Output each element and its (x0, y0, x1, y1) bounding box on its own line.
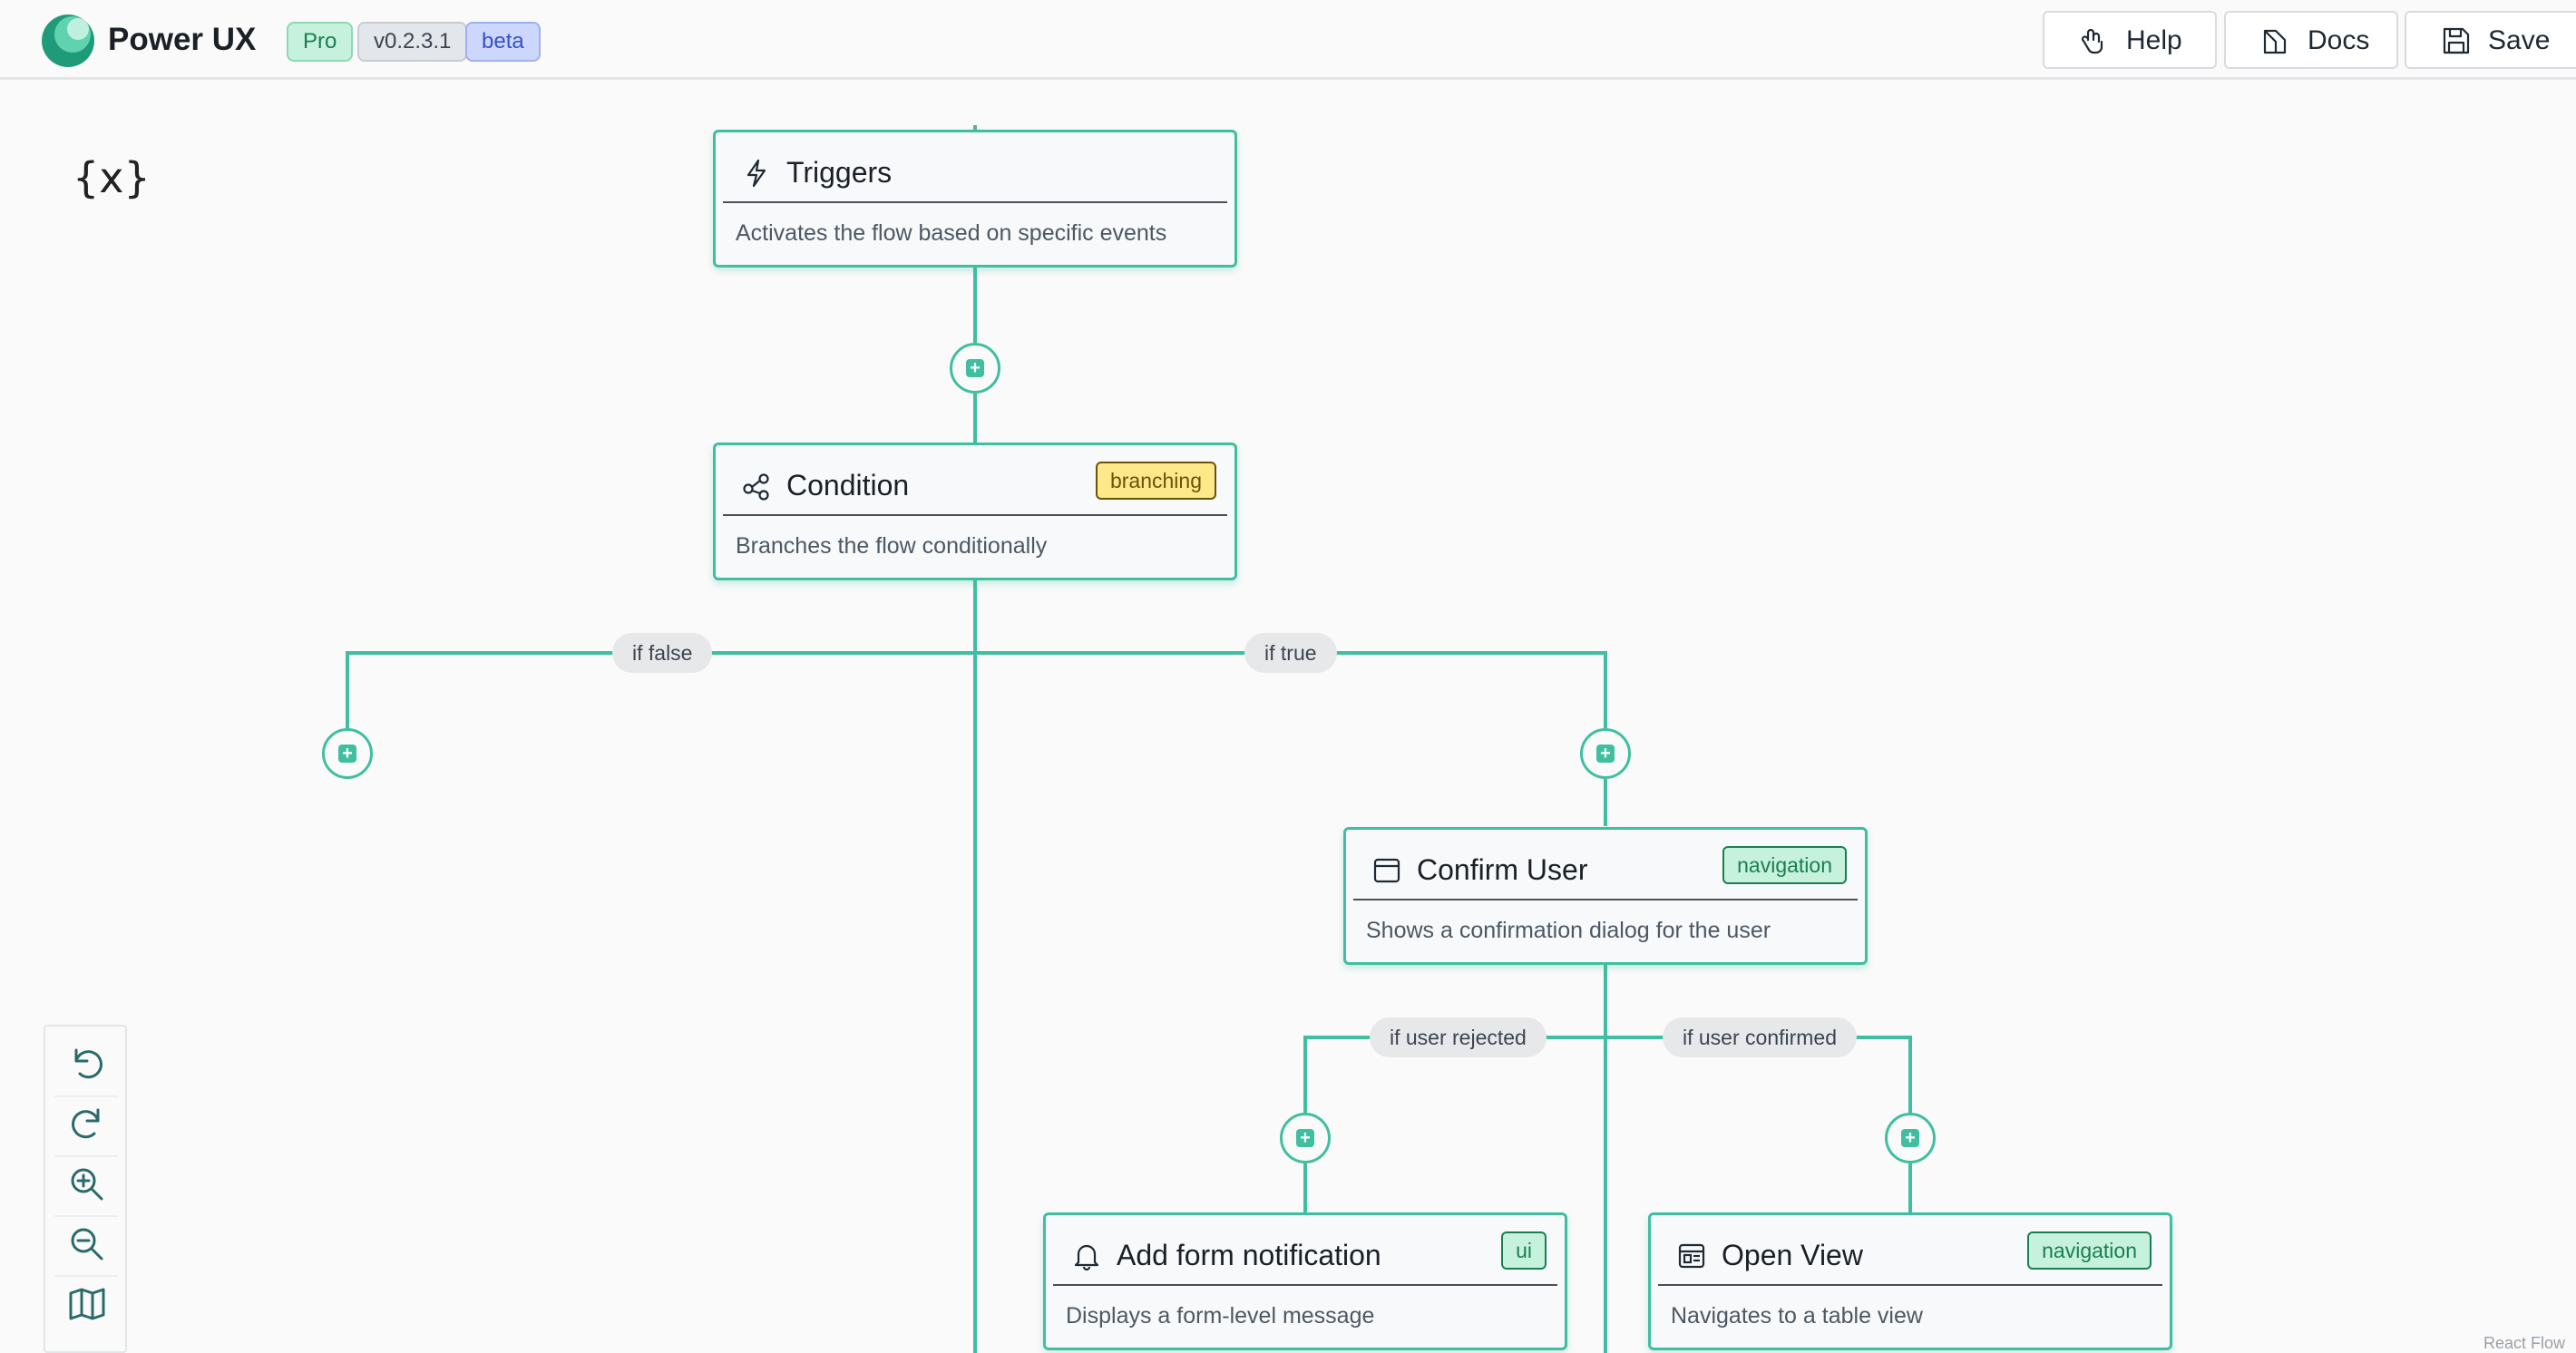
node-tag: navigation (1722, 846, 1847, 884)
plus-icon: + (1596, 745, 1615, 763)
node-divider (723, 201, 1227, 203)
zoom-in-icon (71, 1168, 103, 1201)
branch-icon (743, 473, 769, 501)
redo-icon (72, 1108, 100, 1139)
undo-icon (74, 1048, 102, 1079)
pro-badge: Pro (287, 22, 354, 62)
bell-icon (1074, 1244, 1099, 1271)
add-step-button[interactable]: + (1580, 728, 1631, 779)
map-icon (69, 1288, 105, 1320)
node-description: Activates the flow based on specific eve… (736, 220, 1167, 246)
save-icon (2443, 27, 2470, 54)
add-step-button[interactable]: + (1885, 1113, 1936, 1163)
variables-icon[interactable]: {x} (73, 153, 151, 202)
save-label: Save (2488, 25, 2551, 55)
node-tag: ui (1501, 1231, 1547, 1270)
node-title: Condition (786, 469, 910, 501)
docs-button[interactable]: Docs (2224, 11, 2398, 69)
app-title: Power UX (108, 22, 257, 57)
zoom-in-button[interactable] (63, 1161, 111, 1208)
help-button[interactable]: Help (2043, 11, 2217, 69)
plus-icon: + (338, 745, 356, 763)
node-description: Navigates to a table view (1671, 1303, 1923, 1329)
control-divider (54, 1095, 118, 1097)
version-badge: v0.2.3.1 (357, 22, 468, 62)
add-step-button[interactable]: + (1280, 1113, 1331, 1163)
help-hand-icon (2081, 28, 2103, 54)
node-divider (1658, 1284, 2162, 1286)
app-header: Power UX Pro v0.2.3.1 beta Help Docs Sav… (0, 0, 2576, 80)
node-add-form-notification[interactable]: Add form notification ui Displays a form… (1043, 1212, 1567, 1350)
edge-line (1303, 1036, 1912, 1113)
react-flow-attribution[interactable]: React Flow (2483, 1334, 2565, 1352)
add-step-button[interactable]: + (322, 728, 373, 779)
plus-icon: + (1296, 1129, 1314, 1147)
docs-icon (2263, 29, 2287, 54)
node-confirm-user[interactable]: Confirm User navigation Shows a confirma… (1343, 827, 1868, 965)
redo-button[interactable] (63, 1101, 111, 1148)
plus-icon: + (966, 359, 984, 377)
node-triggers[interactable]: Triggers Activates the flow based on spe… (713, 130, 1237, 268)
save-button[interactable]: Save (2405, 11, 2576, 69)
edge-label-if-false[interactable]: if false (612, 633, 713, 673)
edge-line (346, 651, 1607, 728)
node-tag: navigation (2027, 1231, 2152, 1270)
control-divider (54, 1275, 118, 1277)
docs-label: Docs (2308, 25, 2370, 55)
node-tag: branching (1095, 462, 1216, 500)
node-title: Open View (1722, 1239, 1863, 1271)
node-title: Confirm User (1417, 853, 1588, 886)
window-icon (1373, 858, 1400, 883)
minimap-button[interactable] (63, 1280, 111, 1328)
table-view-icon (1678, 1243, 1705, 1269)
power-ux-logo (42, 15, 94, 67)
node-open-view[interactable]: Open View navigation Navigates to a tabl… (1648, 1212, 2172, 1350)
add-step-button[interactable]: + (950, 343, 1000, 394)
flow-controls (44, 1025, 127, 1353)
node-description: Displays a form-level message (1066, 1303, 1375, 1329)
zoom-out-button[interactable] (63, 1221, 111, 1268)
lightning-icon (746, 159, 766, 188)
node-description: Shows a confirmation dialog for the user (1366, 918, 1771, 943)
beta-badge: beta (465, 22, 541, 62)
undo-button[interactable] (63, 1041, 111, 1088)
node-condition[interactable]: Condition branching Branches the flow co… (713, 443, 1237, 580)
node-divider (723, 514, 1227, 516)
edge-label-if-user-confirmed[interactable]: if user confirmed (1663, 1017, 1858, 1057)
help-label: Help (2126, 25, 2182, 55)
node-divider (1353, 899, 1858, 900)
edge-label-if-true[interactable]: if true (1244, 633, 1337, 673)
edge-label-if-user-rejected[interactable]: if user rejected (1370, 1017, 1547, 1057)
control-divider (54, 1215, 118, 1217)
node-description: Branches the flow conditionally (736, 533, 1048, 559)
zoom-out-icon (71, 1228, 103, 1261)
node-title: Add form notification (1117, 1239, 1381, 1271)
plus-icon: + (1901, 1129, 1919, 1147)
control-divider (54, 1155, 118, 1157)
node-title: Triggers (786, 156, 893, 189)
node-divider (1053, 1284, 1557, 1286)
